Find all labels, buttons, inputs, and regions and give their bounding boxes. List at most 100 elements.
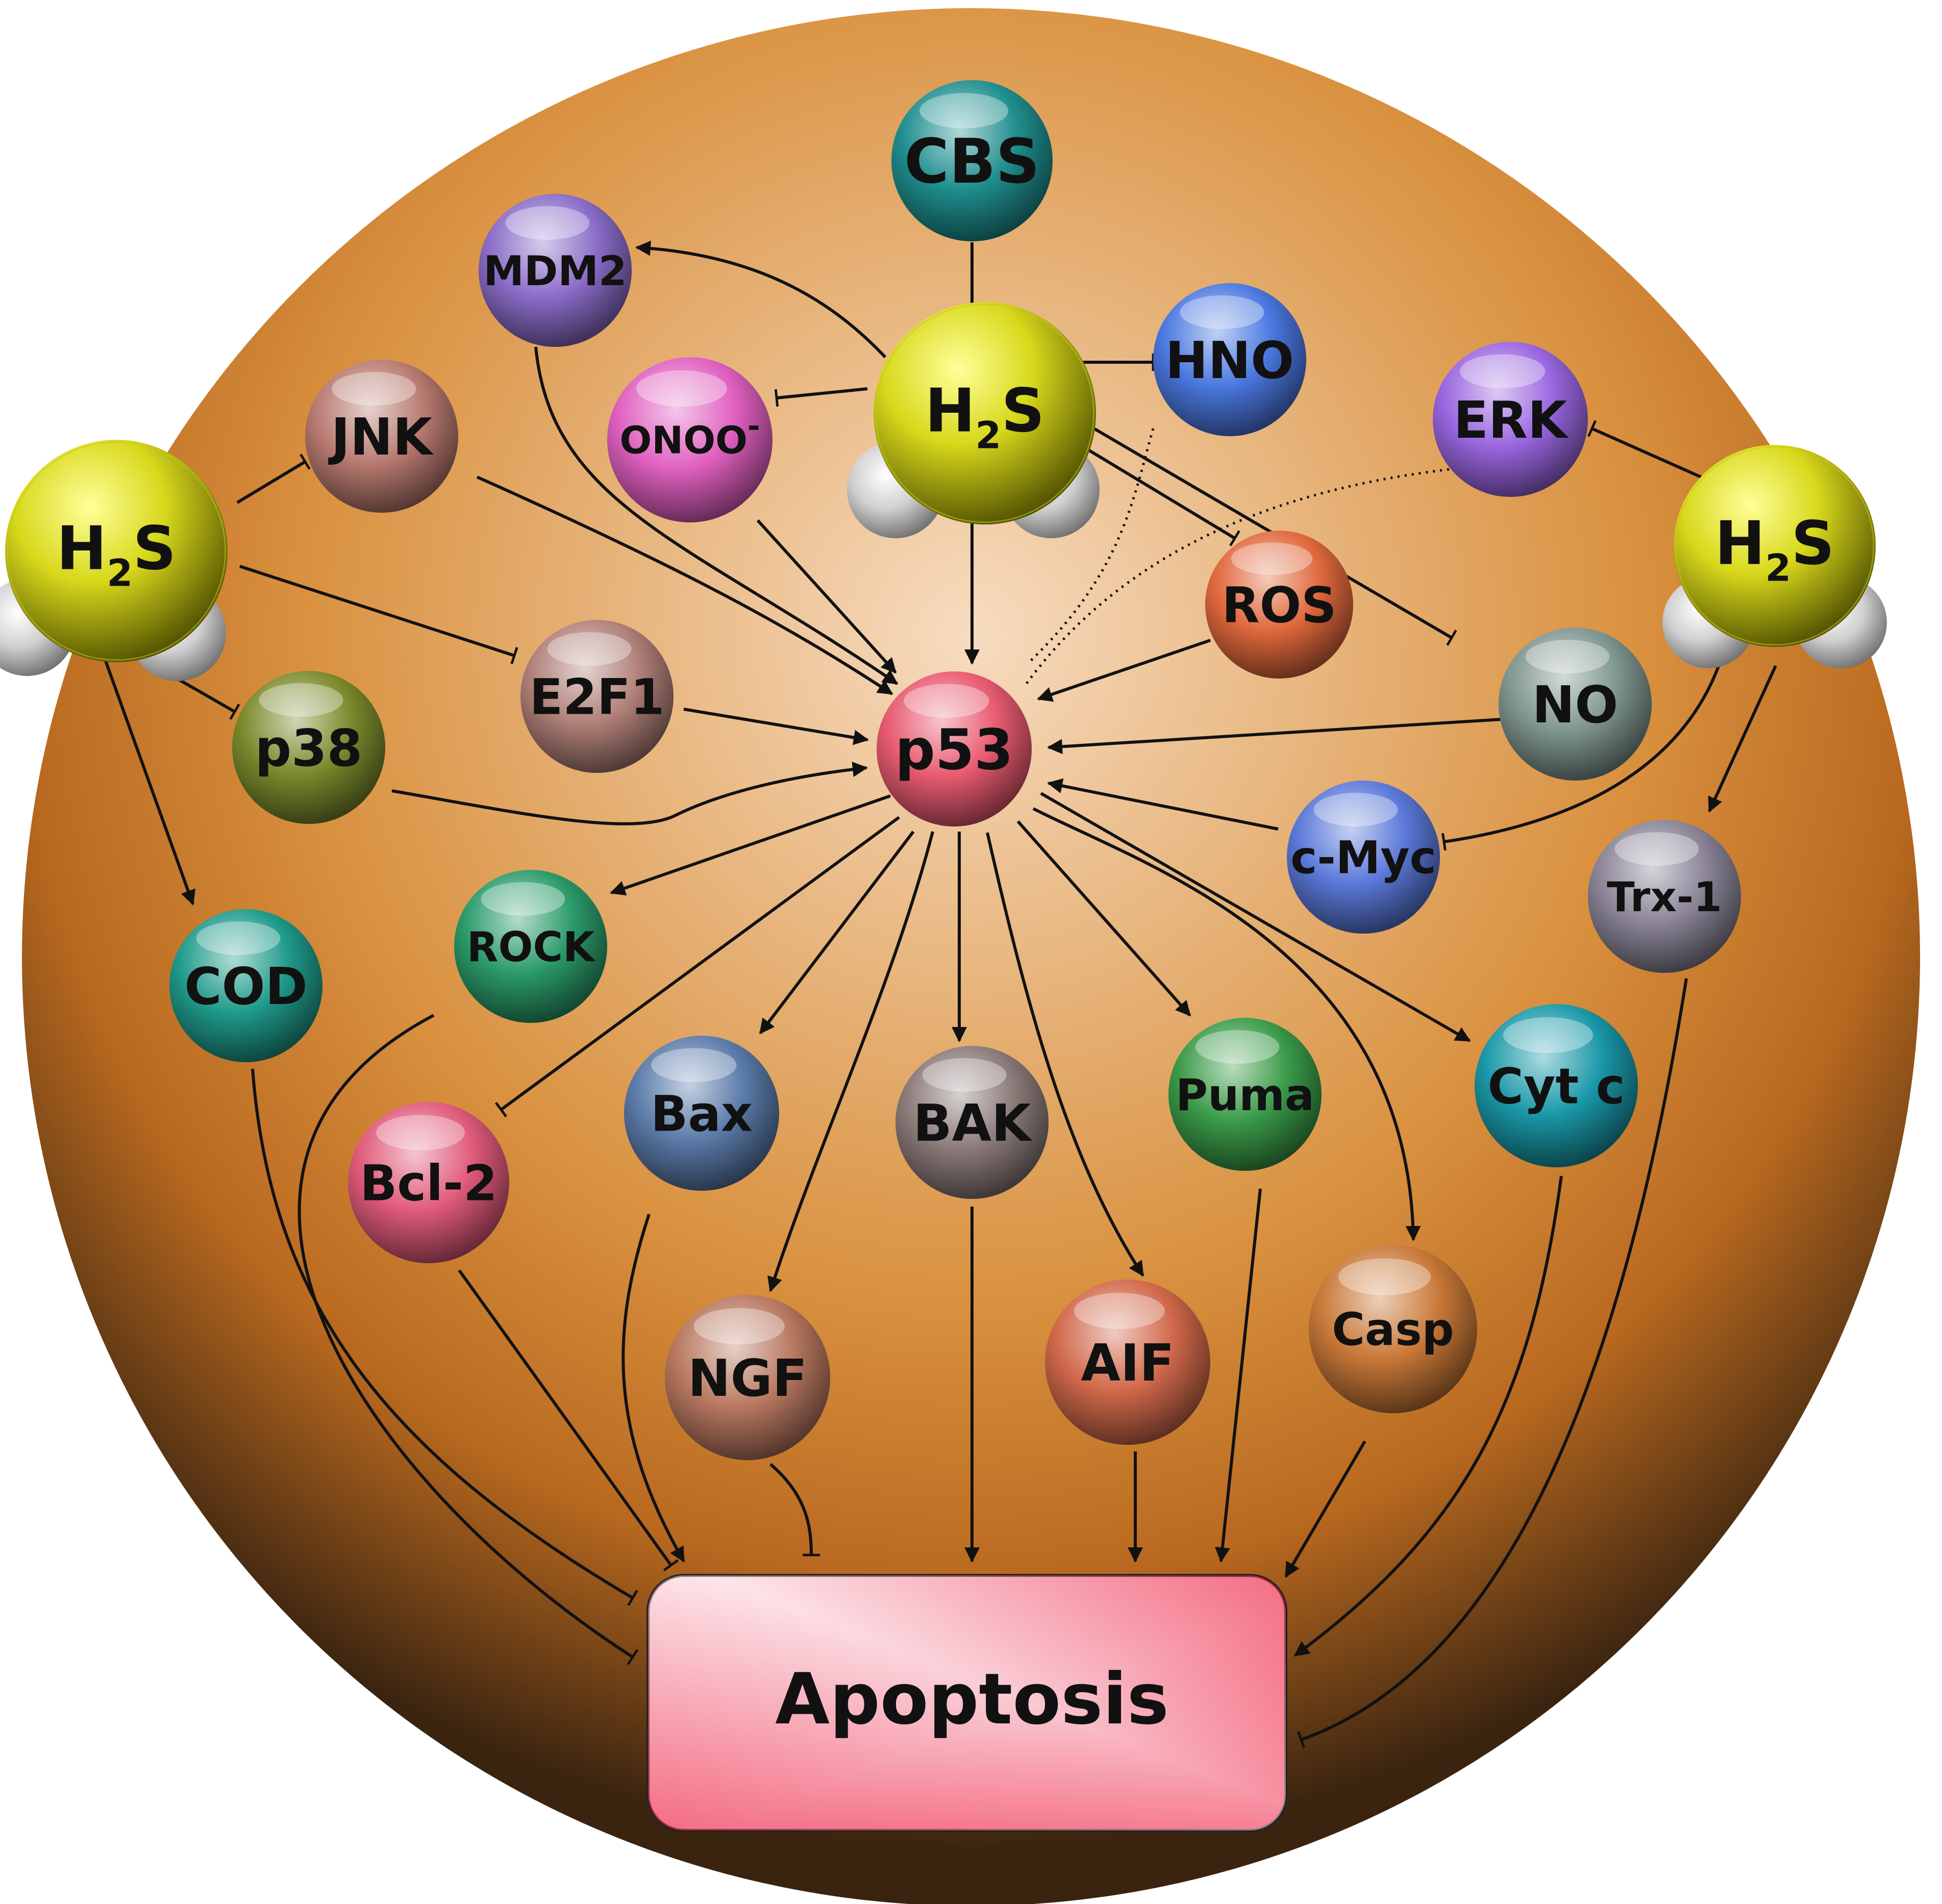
node-aif-sphere (1045, 1280, 1210, 1445)
node-p53-highlight (904, 684, 989, 718)
node-erk-sphere (1433, 342, 1588, 497)
node-ngf[interactable]: NGF (665, 1295, 830, 1460)
h2s-molecules: H2S H2S H2S (0, 302, 1887, 681)
edge-33 (251, 1068, 638, 1606)
node-hno-label: HNO (1165, 331, 1294, 390)
node-rock[interactable]: ROCK (454, 870, 607, 1023)
node-ros-label: ROS (1222, 577, 1337, 634)
node-erk[interactable]: ERK (1433, 342, 1588, 497)
node-e2f1-highlight (547, 632, 632, 666)
node-ros-highlight (1231, 542, 1313, 575)
node-cod-sphere (169, 909, 322, 1062)
node-jnk[interactable]: JNK (305, 360, 458, 513)
node-e2f1[interactable]: E2F1 (520, 620, 674, 773)
edge-32 (1040, 792, 1471, 1042)
node-bak-label: BAK (913, 1093, 1033, 1153)
edge-36 (621, 1214, 685, 1563)
node-onoo-label: ONOO- (619, 408, 760, 462)
node-bcl2[interactable]: Bcl-2 (348, 1102, 509, 1263)
node-p53[interactable]: p53 (877, 671, 1032, 826)
h2s-molecule-left[interactable]: H2S (0, 440, 228, 681)
node-cmyc-sphere (1287, 781, 1440, 934)
node-cbs-highlight (919, 93, 1009, 129)
node-ngf-highlight (693, 1308, 785, 1345)
edge-22 (1441, 660, 1722, 851)
node-no-highlight (1525, 640, 1610, 673)
node-puma[interactable]: Puma (1168, 1018, 1322, 1171)
edges (103, 240, 1777, 1748)
node-hno-sphere (1153, 283, 1306, 436)
node-aif[interactable]: AIF (1045, 1280, 1210, 1445)
node-bcl2-label: Bcl-2 (360, 1155, 497, 1212)
node-ros-sphere (1205, 531, 1353, 679)
node-casp-label: Casp (1332, 1304, 1454, 1356)
node-puma-highlight (1195, 1030, 1280, 1064)
node-bcl2-highlight (376, 1115, 465, 1150)
node-p38-sphere (232, 671, 385, 824)
node-onoo[interactable]: ONOO- (607, 357, 773, 522)
node-trx1-sphere (1588, 820, 1741, 973)
node-p38-highlight (259, 683, 343, 717)
edge-31 (1032, 807, 1421, 1241)
h2s-label-top: H2S (925, 375, 1045, 457)
h2s-molecule-top[interactable]: H2S (847, 302, 1100, 538)
node-mdm2[interactable]: MDM2 (479, 194, 632, 347)
edge-4 (236, 454, 311, 504)
node-mdm2-label: MDM2 (483, 247, 627, 295)
node-trx1[interactable]: Trx-1 (1588, 820, 1741, 973)
node-casp[interactable]: Casp (1309, 1245, 1477, 1413)
edge-41 (1284, 1440, 1366, 1578)
edge-26 (759, 831, 915, 1035)
node-no[interactable]: NO (1499, 628, 1652, 781)
node-cytc-highlight (1503, 1017, 1593, 1053)
node-cod[interactable]: COD (169, 909, 322, 1062)
edge-14 (756, 519, 897, 674)
h2s-label-left: H2S (57, 513, 177, 595)
node-bax-label: Bax (651, 1086, 753, 1143)
node-trx1-highlight (1614, 832, 1699, 866)
node-p38[interactable]: p38 (232, 671, 385, 824)
node-rock-highlight (481, 882, 565, 916)
node-cbs[interactable]: CBS (891, 80, 1053, 241)
node-aif-label: AIF (1081, 1333, 1175, 1393)
node-p53-label: p53 (895, 717, 1013, 783)
node-bax[interactable]: Bax (624, 1036, 779, 1191)
edge-3 (774, 387, 868, 407)
node-cmyc[interactable]: c-Myc (1287, 781, 1440, 934)
edge-10 (1076, 441, 1240, 546)
edge-1 (635, 240, 887, 359)
node-mdm2-highlight (505, 206, 590, 240)
apoptosis-box[interactable]: Apoptosis (646, 1574, 1287, 1832)
edge-27 (767, 831, 934, 1292)
edge-5 (239, 565, 518, 664)
edge-34 (297, 1014, 639, 1665)
edge-30 (1016, 820, 1191, 1017)
node-ros[interactable]: ROS (1205, 531, 1353, 679)
node-cod-label: COD (184, 957, 307, 1016)
node-jnk-sphere (305, 360, 458, 513)
node-cytc[interactable]: Cyt c (1475, 1004, 1638, 1167)
edge-29 (986, 832, 1144, 1277)
node-onoo-highlight (636, 370, 727, 407)
node-rock-label: ROCK (467, 923, 596, 971)
node-cbs-label: CBS (904, 127, 1040, 197)
node-no-sphere (1499, 628, 1652, 781)
node-mdm2-sphere (479, 194, 632, 347)
node-rock-sphere (454, 870, 607, 1023)
node-p53-sphere (877, 671, 1032, 826)
edge-18 (391, 762, 868, 825)
edge-7 (103, 657, 195, 906)
node-jnk-label: JNK (328, 407, 434, 467)
node-e2f1-label: E2F1 (530, 669, 665, 726)
node-erk-highlight (1460, 354, 1546, 389)
node-bak-sphere (895, 1046, 1049, 1199)
node-erk-label: ERK (1454, 390, 1569, 450)
edge-17 (683, 708, 869, 745)
h2s-molecule-right[interactable]: H2S (1662, 445, 1887, 668)
node-cytc-sphere (1475, 1004, 1638, 1167)
node-hno[interactable]: HNO (1153, 283, 1306, 436)
node-bak[interactable]: BAK (895, 1046, 1049, 1199)
node-jnk-highlight (332, 372, 416, 406)
